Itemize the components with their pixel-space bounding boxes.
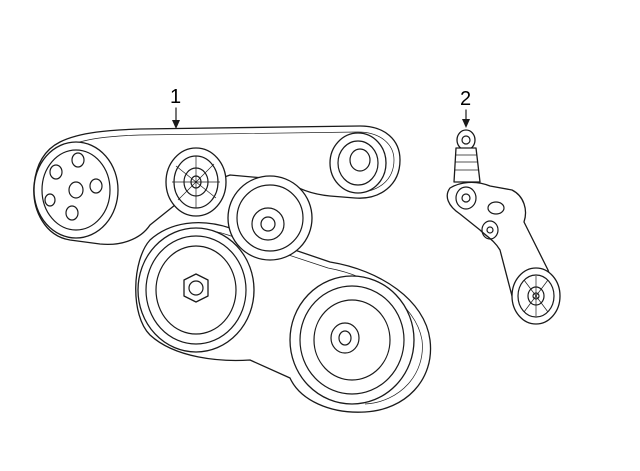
callout-number-belt: 1 <box>170 86 182 108</box>
upper-right-pulley <box>329 132 387 194</box>
left-pulley <box>33 141 119 239</box>
center-tensioner-pulley <box>165 147 227 217</box>
serpentine-belt-assembly <box>33 125 432 413</box>
belt-tensioner-assembly <box>446 129 561 325</box>
leader-arrow-tensioner <box>462 109 470 128</box>
mid-idler-pulley <box>227 175 313 261</box>
lower-right-pulley <box>289 275 415 405</box>
callout-number-tensioner: 2 <box>460 88 472 110</box>
leader-arrow-belt <box>172 107 180 129</box>
crankshaft-pulley <box>137 227 255 353</box>
